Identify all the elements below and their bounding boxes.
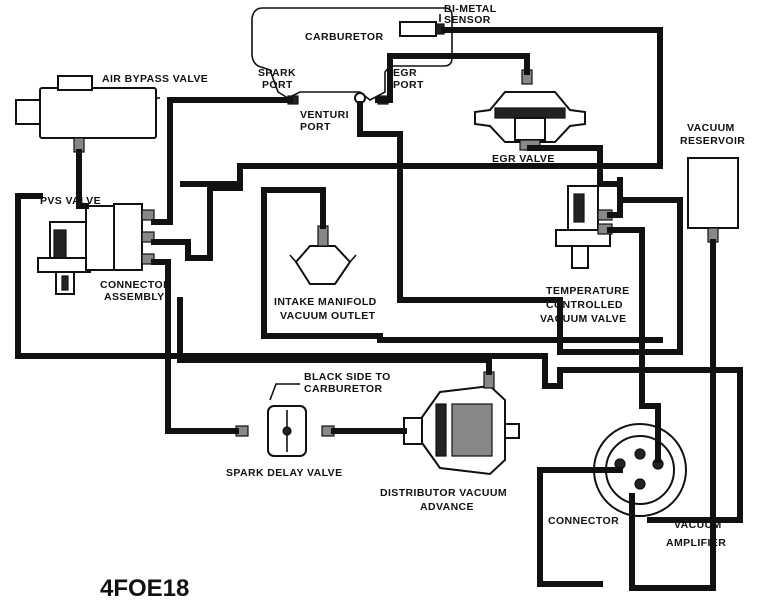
label-venturi-port: PORT <box>300 121 331 133</box>
label-connector-assembly-2: ASSEMBLY <box>104 291 165 303</box>
pvs-valve <box>37 221 91 295</box>
label-black-side-1: BLACK SIDE TO <box>304 371 391 383</box>
label-egr-port: PORT <box>393 79 424 91</box>
label-spark: SPARK <box>258 67 296 79</box>
distributor-vacuum-advance <box>403 371 520 476</box>
label-spark-delay: SPARK DELAY VALVE <box>226 467 343 479</box>
label-bimetal: BI-METAL <box>444 3 497 15</box>
label-egr: EGR <box>393 67 417 79</box>
labels: BI-METAL SENSOR CARBURETOR AIR BYPASS VA… <box>40 3 745 602</box>
figure-code: 4FOE18 <box>100 575 189 602</box>
intake-manifold-vacuum-outlet <box>289 225 357 285</box>
label-temp-3: VACUUM VALVE <box>540 313 626 325</box>
label-vacuum-amplifier-1: VACUUM <box>674 519 722 531</box>
label-connector-assembly-1: CONNECTOR <box>100 279 171 291</box>
connector-assembly <box>85 203 155 271</box>
label-sensor: SENSOR <box>444 14 491 26</box>
label-pvs-valve: PVS VALVE <box>40 195 101 207</box>
egr-valve <box>474 69 586 151</box>
air-bypass-valve <box>15 75 160 153</box>
vacuum-hoses <box>15 27 743 591</box>
label-egr-valve: EGR VALVE <box>492 153 555 165</box>
spark-delay-valve <box>235 405 335 457</box>
leader-lines <box>269 14 441 401</box>
label-temp-1: TEMPERATURE <box>546 285 630 297</box>
temperature-controlled-vacuum-valve <box>555 185 613 269</box>
label-black-side-2: CARBURETOR <box>304 383 382 395</box>
vacuum-reservoir <box>687 157 739 243</box>
label-temp-2: CONTROLLED <box>546 299 623 311</box>
label-distributor-2: ADVANCE <box>420 501 474 513</box>
label-connector: CONNECTOR <box>548 515 619 527</box>
bimetal-sensor <box>399 21 437 37</box>
label-reservoir: RESERVOIR <box>680 135 745 147</box>
label-intake-2: VACUUM OUTLET <box>280 310 376 322</box>
label-intake-1: INTAKE MANIFOLD <box>274 296 377 308</box>
label-distributor-1: DISTRIBUTOR VACUUM <box>380 487 507 499</box>
label-vacuum: VACUUM <box>687 122 735 134</box>
label-carburetor: CARBURETOR <box>305 31 383 43</box>
label-vacuum-amplifier-2: AMPLIFIER <box>666 537 726 549</box>
label-air-bypass: AIR BYPASS VALVE <box>102 73 208 85</box>
label-venturi: VENTURI <box>300 109 349 121</box>
carburetor <box>251 7 453 105</box>
label-spark-port: PORT <box>262 79 293 91</box>
